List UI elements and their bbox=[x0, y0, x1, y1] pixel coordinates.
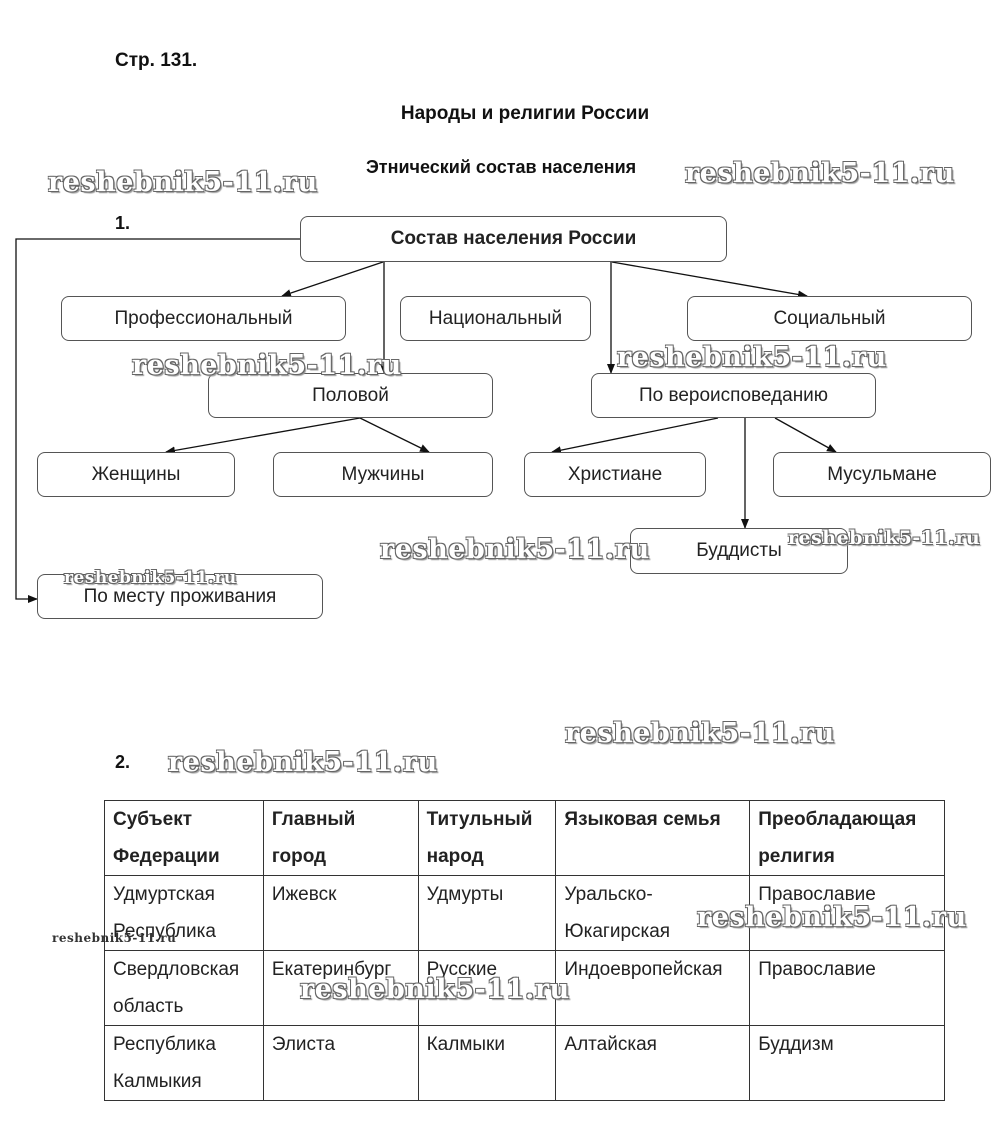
node-professional: Профессиональный bbox=[61, 296, 346, 341]
watermark: reshebnik5-11.ru bbox=[64, 568, 237, 588]
arrow-to-muslims bbox=[774, 417, 837, 453]
task-2-number: 2. bbox=[115, 752, 131, 772]
watermark: reshebnik5-11.ru bbox=[168, 747, 438, 778]
cell-people: Калмыки bbox=[417, 1025, 557, 1101]
node-social: Социальный bbox=[687, 296, 972, 341]
watermark: reshebnik5-11.ru bbox=[565, 718, 835, 749]
watermark: reshebnik5-11.ru bbox=[380, 534, 650, 565]
node-national: Национальный bbox=[400, 296, 591, 341]
node-religion: По вероисповеданию bbox=[591, 373, 876, 418]
cell-language-family: Уральско-Юкагирская bbox=[555, 875, 751, 951]
cell-religion: Православие bbox=[749, 875, 945, 951]
node-muslims: Мусульмане bbox=[773, 452, 991, 497]
page-number: Стр. 131. bbox=[115, 50, 198, 71]
page-title: Народы и религии России bbox=[400, 103, 650, 124]
header-language-family: Языковая семья bbox=[555, 800, 751, 876]
node-population-composition: Состав населения России bbox=[300, 216, 727, 262]
arrow-to-social bbox=[611, 261, 808, 299]
node-men: Мужчины bbox=[273, 452, 493, 497]
node-buddhists: Буддисты bbox=[630, 528, 848, 574]
cell-religion: Буддизм bbox=[749, 1025, 945, 1101]
watermark: reshebnik5-11.ru bbox=[132, 350, 402, 381]
task-1-number: 1. bbox=[115, 213, 131, 233]
cell-city: Ижевск bbox=[262, 875, 419, 951]
section-subtitle: Этнический состав населения bbox=[366, 157, 637, 177]
cell-language-family: Алтайская bbox=[555, 1025, 751, 1101]
node-residence: По месту проживания bbox=[37, 574, 323, 619]
node-gender: Половой bbox=[208, 373, 493, 418]
watermark: reshebnik5-11.ru bbox=[685, 158, 955, 189]
node-women: Женщины bbox=[37, 452, 235, 497]
node-christians: Христиане bbox=[524, 452, 706, 497]
cell-city: Элиста bbox=[262, 1025, 419, 1101]
watermark: reshebnik5-11.ru bbox=[788, 527, 981, 549]
watermark: reshebnik5-11.ru bbox=[48, 167, 318, 198]
arrow-to-men bbox=[359, 417, 430, 453]
arrow-to-women bbox=[165, 417, 361, 455]
cell-language-family: Индоевропейская bbox=[555, 950, 751, 1026]
cell-religion: Православие bbox=[749, 950, 945, 1026]
cell-people: Удмурты bbox=[417, 875, 557, 951]
watermark: reshebnik5-11.ru bbox=[617, 342, 887, 373]
arrow-to-christians bbox=[551, 417, 719, 455]
watermark: reshebnik5-11.ru bbox=[697, 902, 967, 933]
cell-city: Екатеринбург bbox=[262, 950, 419, 1026]
arrow-to-residence bbox=[15, 238, 300, 603]
watermark: reshebnik5-11.ru bbox=[52, 931, 177, 945]
watermark: reshebnik5-11.ru bbox=[300, 974, 570, 1005]
cell-people: Русские bbox=[417, 950, 557, 1026]
arrow-to-professional bbox=[281, 261, 384, 297]
